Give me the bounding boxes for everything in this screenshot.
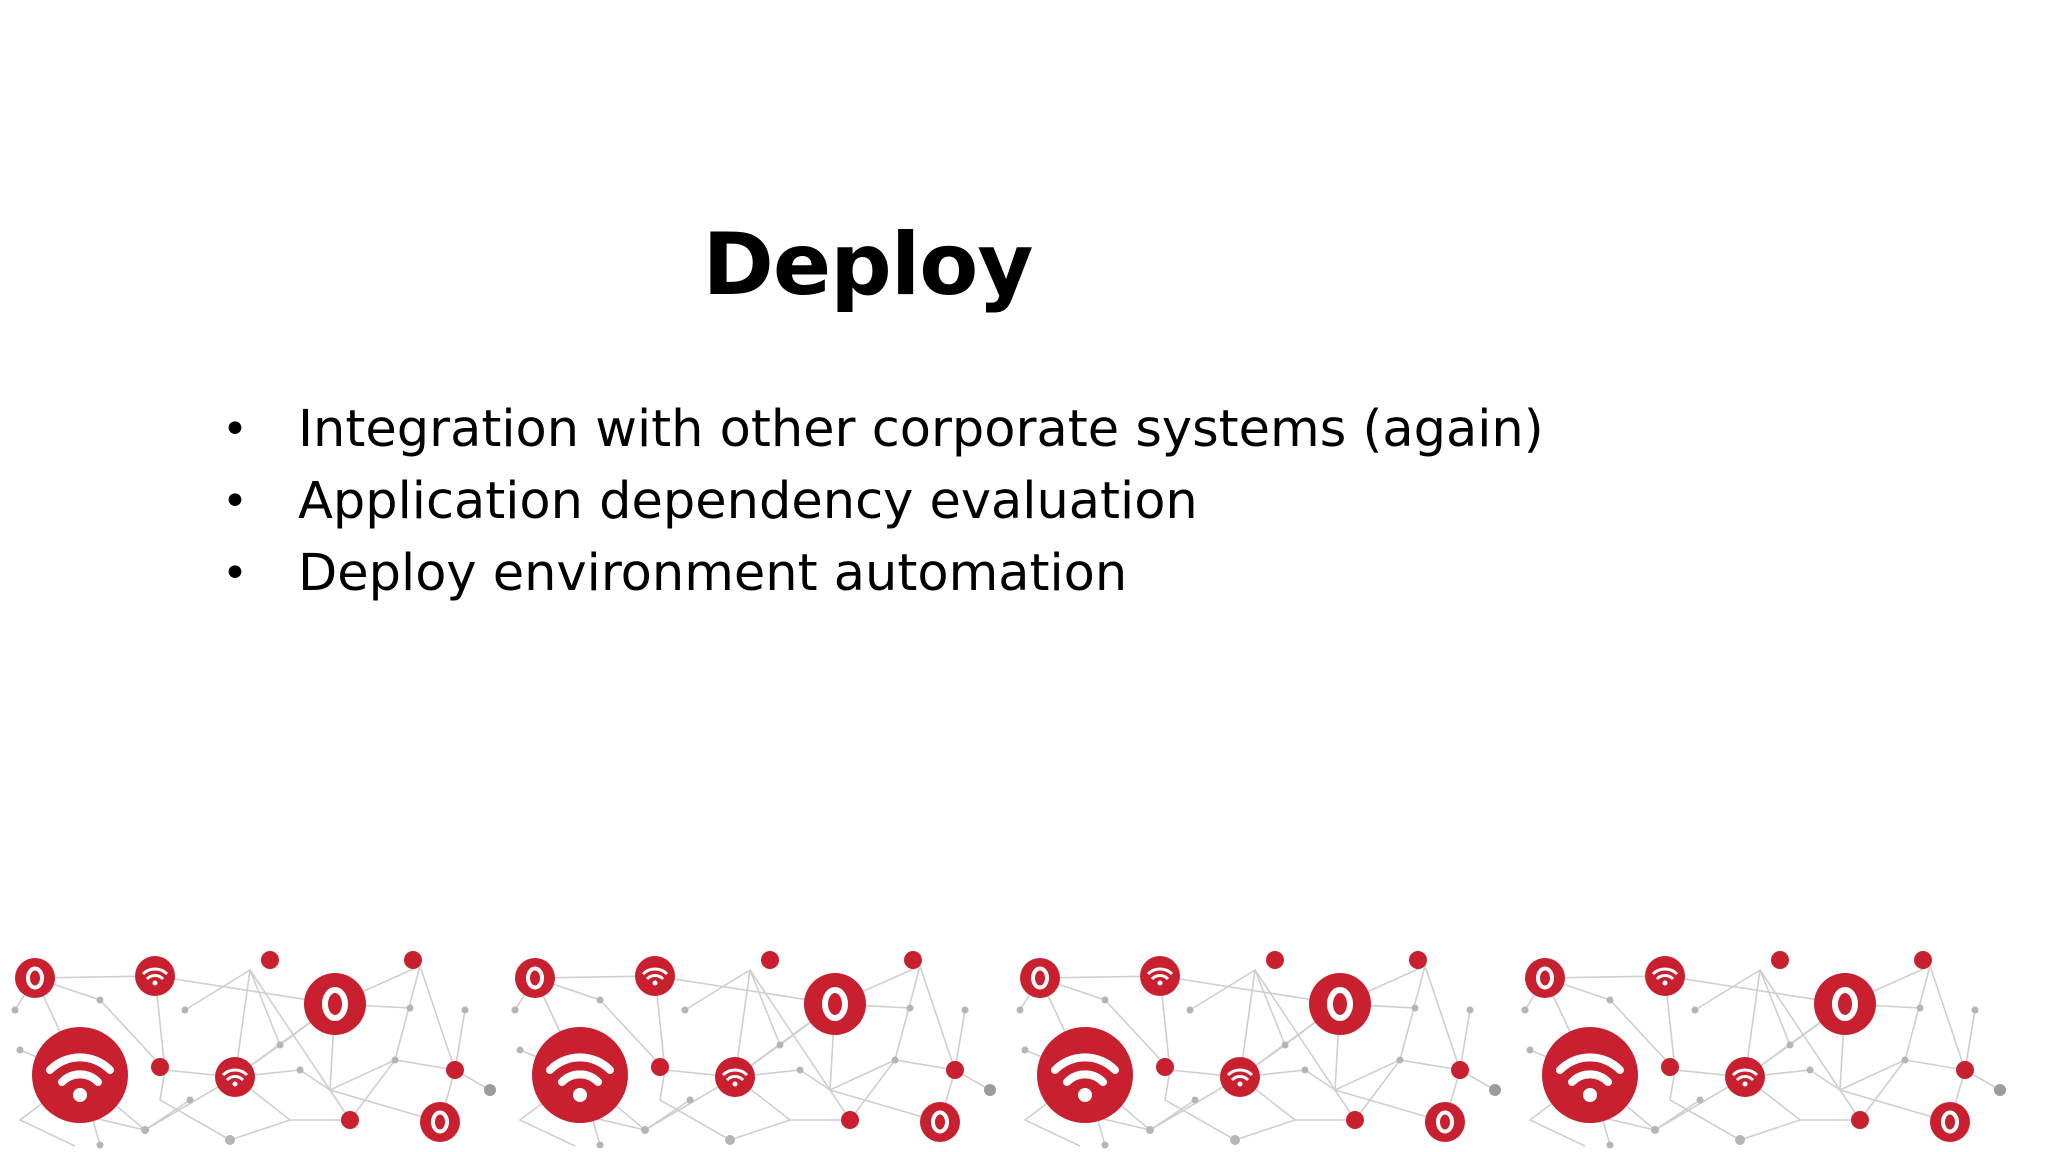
bullet-text: Integration with other corporate systems…: [298, 400, 1544, 459]
slide-title: Deploy: [702, 215, 1034, 315]
bullet-item: • Application dependency evaluation: [210, 466, 1544, 538]
bullet-text: Application dependency evaluation: [298, 472, 1198, 531]
bullet-text: Deploy environment automation: [298, 544, 1128, 603]
bullet-dot: •: [222, 476, 248, 527]
network-pattern-footer: [0, 950, 2048, 1152]
bullet-dot: •: [222, 548, 248, 599]
bullet-item: • Integration with other corporate syste…: [210, 394, 1544, 466]
bullet-item: • Deploy environment automation: [210, 538, 1544, 610]
bullet-list: • Integration with other corporate syste…: [210, 394, 1544, 610]
bullet-dot: •: [222, 404, 248, 455]
